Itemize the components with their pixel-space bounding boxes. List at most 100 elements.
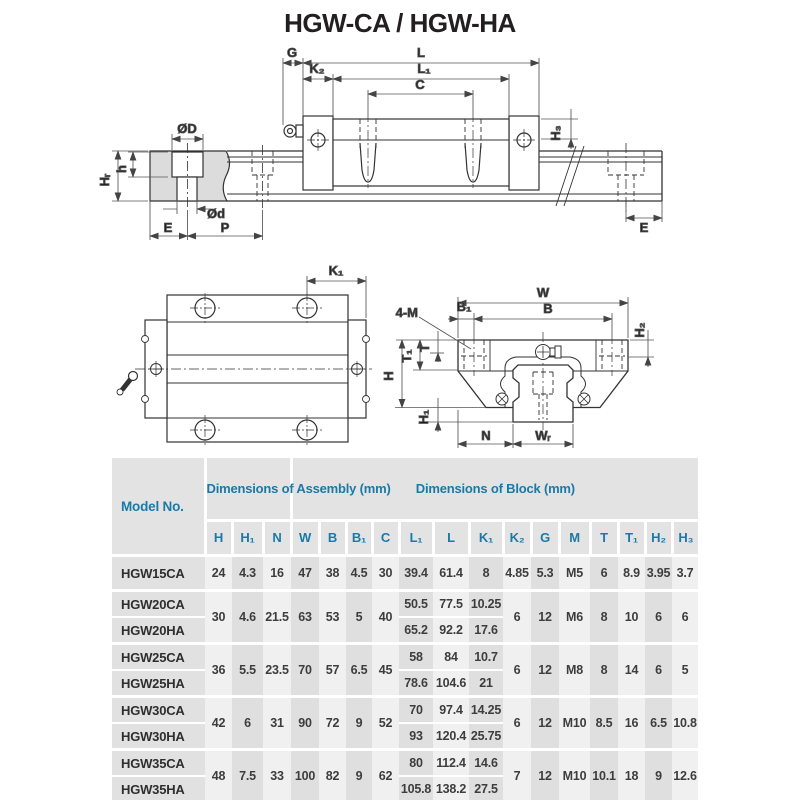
cell-k1: 27.5 xyxy=(469,775,503,800)
dim-label-hr: Hᵣ xyxy=(97,173,112,186)
col-header-k2: K₂ xyxy=(503,520,533,554)
cell-c: 52 xyxy=(372,698,399,748)
cell-l1: 105.8 xyxy=(399,775,433,800)
dim-label-c: C xyxy=(415,77,425,92)
group-hgw25: HGW25CA 36 5.5 23.5 70 57 6.5 45 58 84 1… xyxy=(112,645,698,695)
col-header-g: G xyxy=(531,520,561,554)
cell-b: 82 xyxy=(319,751,346,800)
col-header-b: B xyxy=(319,520,348,554)
cell-l1: 93 xyxy=(399,722,433,748)
cell-b: 57 xyxy=(319,645,346,695)
cell-l: 138.2 xyxy=(433,775,469,800)
cell-g: 12 xyxy=(531,751,559,800)
block-group-header: Dimensions of Block (mm) xyxy=(291,458,699,522)
dim-label-od-small: Ød xyxy=(207,206,225,221)
cell-l: 112.4 xyxy=(433,751,469,776)
block-top-view xyxy=(116,293,372,445)
cell-b1: 4.5 xyxy=(346,557,372,589)
col-header-k1: K₁ xyxy=(469,520,505,554)
cell-l: 120.4 xyxy=(433,722,469,748)
table-row: HGW15CA 24 4.3 16 47 38 4.5 30 39.4 61.4… xyxy=(112,557,698,589)
group-hgw30: HGW30CA 42 6 31 90 72 9 52 70 97.4 14.25… xyxy=(112,698,698,748)
dim-label-g: G xyxy=(287,45,297,60)
cell-l1: 80 xyxy=(399,751,433,776)
cell-h1: 6 xyxy=(232,698,263,748)
dim-label-k1: K₁ xyxy=(329,263,344,278)
col-header-l1: L₁ xyxy=(399,520,435,554)
block-side-view xyxy=(283,112,540,191)
cell-t1: 18 xyxy=(618,751,645,800)
cell-m: M6 xyxy=(559,592,590,642)
cell-t1: 14 xyxy=(618,645,645,695)
grease-nipple-icon xyxy=(116,370,139,396)
page-title: HGW-CA / HGW-HA xyxy=(284,8,516,38)
cell-l: 61.4 xyxy=(433,557,469,589)
col-header-b1: B₁ xyxy=(346,520,374,554)
cell-w: 47 xyxy=(291,557,319,589)
cell-n: 31 xyxy=(263,698,291,748)
cell-k2: 6 xyxy=(503,698,531,748)
cell-k1: 25.75 xyxy=(469,722,503,748)
cell-g: 5.3 xyxy=(531,557,559,589)
table-row: HGW35CA 48 7.5 33 100 82 9 62 80 112.4 1… xyxy=(112,751,698,800)
technical-drawings: G L K₂ L₁ C H₃ E ØD h Hᵣ Ød E P xyxy=(97,45,663,448)
cell-k2: 6 xyxy=(503,645,531,695)
cell-k2: 7 xyxy=(503,751,531,800)
cell-h: 42 xyxy=(205,698,232,748)
dim-label-e-left: E xyxy=(164,220,173,235)
cell-n: 16 xyxy=(263,557,291,589)
cell-c: 40 xyxy=(372,592,399,642)
col-header-t: T xyxy=(590,520,620,554)
cell-h3: 12.6 xyxy=(672,751,698,800)
cell-h1: 5.5 xyxy=(232,645,263,695)
cell-w: 90 xyxy=(291,698,319,748)
col-header-l: L xyxy=(433,520,471,554)
dim-label-b1: B₁ xyxy=(457,299,472,314)
cell-k2: 4.85 xyxy=(503,557,531,589)
cell-n: 23.5 xyxy=(263,645,291,695)
cell-c: 45 xyxy=(372,645,399,695)
cell-k1: 14.25 xyxy=(469,698,503,723)
retainer-screw xyxy=(577,392,591,406)
cell-h1: 4.3 xyxy=(232,557,263,589)
cell-b1: 6.5 xyxy=(346,645,372,695)
cell-l1: 58 xyxy=(399,645,433,670)
group-hgw15: HGW15CA 24 4.3 16 47 38 4.5 30 39.4 61.4… xyxy=(112,557,698,589)
cell-m: M8 xyxy=(559,645,590,695)
cell-b1: 9 xyxy=(346,698,372,748)
mounting-hole xyxy=(190,293,220,323)
bolt-hole xyxy=(176,176,198,202)
cell-h: 30 xyxy=(205,592,232,642)
dim-label-p: P xyxy=(221,220,230,235)
cell-m: M10 xyxy=(559,751,590,800)
cell-l1: 50.5 xyxy=(399,592,433,617)
col-header-w: W xyxy=(291,520,321,554)
cell-k1: 14.6 xyxy=(469,751,503,776)
model-no-header: Model No. xyxy=(112,458,207,554)
cell-g: 12 xyxy=(531,645,559,695)
cross-section-dimensions: W B B₁ 4-M H₂ T T₁ H H₁ N Wᵣ xyxy=(381,285,654,448)
dim-label-h3: H₃ xyxy=(548,125,563,140)
cell-t1: 10 xyxy=(618,592,645,642)
top-view-dimensions: K₁ xyxy=(306,263,367,318)
model-cell: HGW30HA xyxy=(112,722,205,748)
cell-w: 70 xyxy=(291,645,319,695)
dim-label-od-big: ØD xyxy=(177,121,197,136)
assembly-group-header: Dimensions of Assembly (mm) xyxy=(205,458,391,522)
cell-g: 12 xyxy=(531,698,559,748)
cell-h2: 9 xyxy=(645,751,672,800)
cell-m: M10 xyxy=(559,698,590,748)
cell-t: 8 xyxy=(590,645,618,695)
cell-l: 97.4 xyxy=(433,698,469,723)
cell-h2: 6 xyxy=(645,645,672,695)
model-cell: HGW35CA xyxy=(112,751,205,776)
cell-b1: 5 xyxy=(346,592,372,642)
table-row: HGW20HA 65.2 92.2 17.6 xyxy=(112,616,698,642)
cell-b: 72 xyxy=(319,698,346,748)
dim-label-e-right: E xyxy=(640,220,649,235)
dim-label-wr: Wᵣ xyxy=(535,428,551,443)
mounting-slot xyxy=(359,142,377,183)
table-row: HGW25CA 36 5.5 23.5 70 57 6.5 45 58 84 1… xyxy=(112,645,698,695)
dim-label-h2: H₂ xyxy=(632,322,647,337)
col-header-h: H xyxy=(205,520,234,554)
